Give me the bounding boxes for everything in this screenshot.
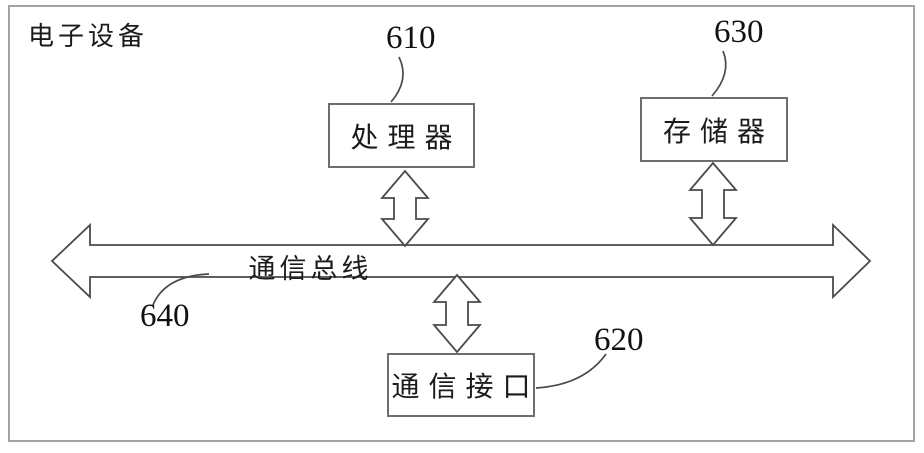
leader-line-630 <box>711 50 727 97</box>
memory-box: 存储器 <box>640 97 788 162</box>
ref-number-processor: 610 <box>386 20 436 56</box>
memory-label: 存储器 <box>662 116 774 148</box>
ref-number-bus: 640 <box>140 298 190 334</box>
leader-line-610 <box>390 56 404 103</box>
comm-interface-box: 通信接口 <box>387 353 535 417</box>
interface-bus-arrow <box>432 273 482 354</box>
ref-number-memory: 630 <box>714 14 764 50</box>
memory-bus-arrow <box>688 161 738 247</box>
processor-label: 处理器 <box>350 122 462 154</box>
bus-double-arrow <box>50 222 872 300</box>
leader-line-640 <box>152 273 210 306</box>
ref-number-comm-interface: 620 <box>594 322 644 358</box>
bus-label: 通信总线 <box>248 254 373 284</box>
processor-box: 处理器 <box>328 103 475 168</box>
device-title: 电子设备 <box>28 22 149 51</box>
comm-interface-label: 通信接口 <box>391 372 540 403</box>
leader-line-620 <box>535 353 607 389</box>
processor-bus-arrow <box>380 169 430 248</box>
